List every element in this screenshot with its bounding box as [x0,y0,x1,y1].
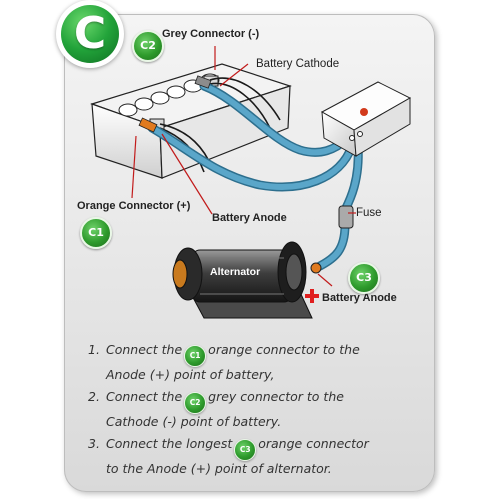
step-number: 3. [88,436,100,451]
step-text-line2: Anode (+) point of battery, [106,367,275,382]
step-text-line2: to the Anode (+) point of alternator. [106,461,332,476]
c3-inline-badge: C3 [234,439,257,461]
alternator-terminal [310,262,322,274]
orange-connector-text: Orange Connector [77,200,174,212]
fuse-label: Fuse [356,207,382,219]
controller-box [320,81,412,157]
step-number: 1. [88,342,100,357]
c1-inline-badge: C1 [184,345,207,367]
section-letter: C [61,5,119,63]
alternator [172,241,313,319]
fuse [338,205,354,229]
orange-connector-label: Orange Connector (+) [77,200,190,212]
c2-inline-badge: C2 [184,392,207,414]
step-text-after: orange connector to the [208,342,360,357]
step-text-after: orange connector [258,436,369,451]
grey-connector [194,75,212,89]
battery-anode-top-label: Battery Anode [212,212,287,224]
c2-badge: C2 [132,30,164,62]
plus-icon [305,289,319,303]
step-text-before: Connect the [106,342,183,357]
section-badge: C [56,0,124,68]
step-text-after: grey connector to the [208,389,344,404]
step-text-before: Connect the [106,389,183,404]
battery-cathode-label: Battery Cathode [256,58,340,70]
alternator-label: Alternator [210,266,261,278]
step-text-before: Connect the longest [106,436,233,451]
battery-anode-bottom-label: Battery Anode [322,292,397,304]
pointer-lines [131,46,356,287]
grey-connector-label: Grey Connector (-) [162,28,260,40]
c1-badge: C1 [80,217,112,249]
step-text-line2: Cathode (-) point of battery. [106,414,282,429]
orange-connector [138,117,158,133]
step-number: 2. [88,389,100,404]
orange-connector-sign: (+) [176,200,191,212]
c3-badge: C3 [348,262,380,294]
